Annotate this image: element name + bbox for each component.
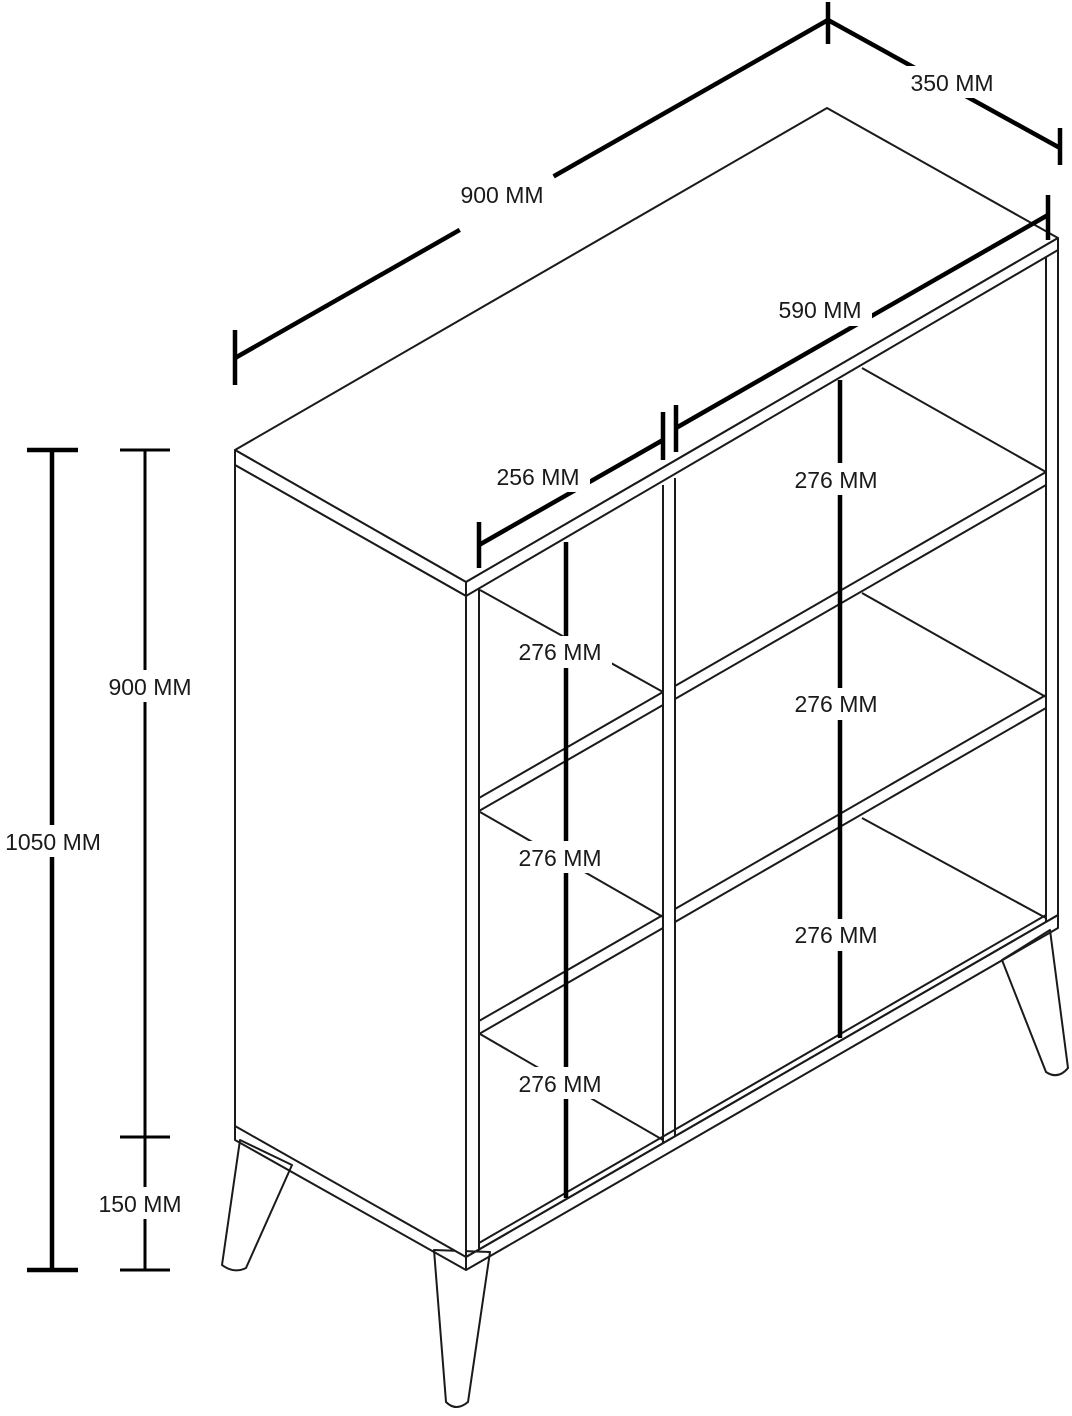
bottom-panel bbox=[465, 914, 1059, 1258]
shelf-left-1 bbox=[478, 691, 664, 812]
top-panel-surface bbox=[234, 107, 1059, 583]
depth-label: 350 MM bbox=[910, 70, 993, 96]
center-divider bbox=[662, 478, 676, 1143]
dimension-labels: 900 MM 350 MM 590 MM 256 MM 900 MM 1050 … bbox=[0, 66, 1004, 1219]
leg-height-label: 150 MM bbox=[98, 1191, 181, 1217]
left-side-bottom-edge bbox=[234, 1126, 467, 1271]
left-width-label: 256 MM bbox=[496, 464, 579, 490]
shelf-right-2 bbox=[674, 694, 1047, 923]
right-section-interior bbox=[861, 367, 1047, 919]
shelf-right-middle-label: 276 MM bbox=[794, 691, 877, 717]
leg-front bbox=[433, 1249, 491, 1408]
shelf-left-bottom-label: 276 MM bbox=[518, 1071, 601, 1097]
left-side-panel bbox=[234, 464, 467, 1258]
leg-back-left bbox=[221, 1139, 293, 1272]
shelf-left-2 bbox=[478, 914, 664, 1035]
bottom-front-edge bbox=[465, 915, 1059, 1271]
width-label: 900 MM bbox=[460, 182, 543, 208]
legs bbox=[221, 929, 1069, 1408]
shelf-right-bottom-label: 276 MM bbox=[794, 922, 877, 948]
shelf-left-top-label: 276 MM bbox=[518, 639, 601, 665]
body-height-label: 900 MM bbox=[108, 674, 191, 700]
left-width-dimension-line bbox=[477, 438, 665, 547]
right-width-label: 590 MM bbox=[778, 297, 861, 323]
shelf-right-top-label: 276 MM bbox=[794, 467, 877, 493]
total-height-label: 1050 MM bbox=[5, 829, 101, 855]
cabinet-body bbox=[234, 107, 1059, 1271]
shelf-left-middle-label: 276 MM bbox=[518, 845, 601, 871]
leg-back-right bbox=[1001, 929, 1069, 1077]
shelf-right-1 bbox=[674, 471, 1047, 700]
